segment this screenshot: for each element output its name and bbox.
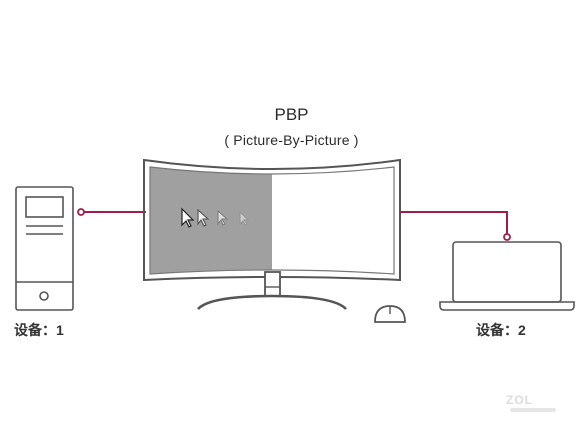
desktop-tower-icon bbox=[15, 186, 74, 311]
cable-right bbox=[400, 211, 511, 241]
cursor-trail-icon bbox=[197, 208, 250, 227]
diagram-subtitle: ( Picture-By-Picture ) bbox=[224, 132, 359, 148]
device-2-label: 设备：2 bbox=[476, 322, 526, 338]
watermark-underline bbox=[510, 408, 556, 412]
mouse-icon bbox=[374, 305, 406, 323]
cursor-icon bbox=[181, 207, 195, 228]
watermark-logo: ZOL bbox=[506, 393, 533, 407]
cable-left bbox=[77, 208, 146, 216]
laptop-icon bbox=[439, 241, 575, 311]
diagram-title: PBP bbox=[274, 105, 309, 124]
curved-monitor-icon bbox=[143, 158, 401, 310]
device-1-label: 设备：1 bbox=[14, 322, 64, 338]
